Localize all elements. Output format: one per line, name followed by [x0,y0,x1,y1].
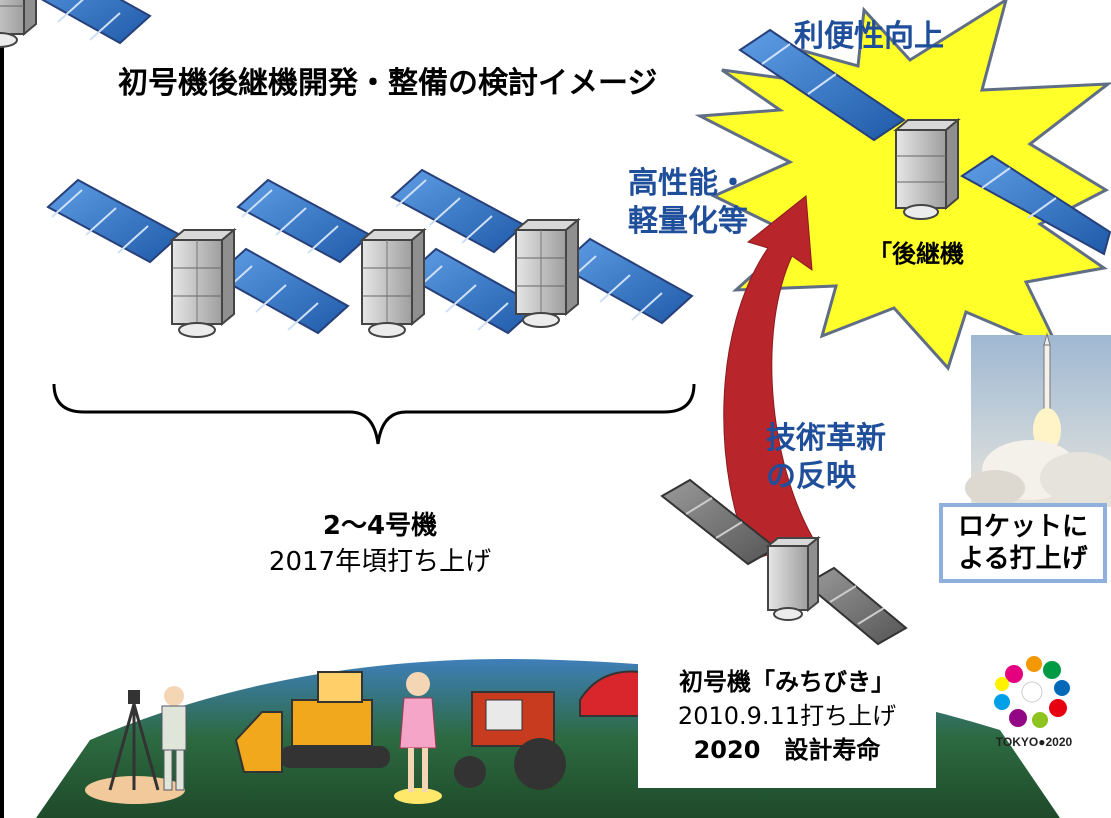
left-border [0,0,4,818]
convenience-label: 利便性向上 [794,19,944,54]
successor-satellite [738,28,1111,256]
group-brace [52,383,696,445]
units-2-4-name: 2～4号機 [322,511,438,541]
high-performance-line1: 高性能・ [628,166,748,201]
tech-innovation-line2: の反映 [766,459,856,494]
units-2-4-launch: 2017年頃打ち上げ [268,547,492,577]
bulldozer-illustration [234,671,390,773]
tokyo-2020-logo [994,656,1070,728]
page-title: 初号機後継機開発・整備の検討イメージ [118,66,658,101]
surveyor-illustration [85,686,187,804]
tractor-illustration [454,691,566,790]
high-performance-line2: 軽量化等 [628,204,748,239]
rocket-caption-line2: よる打上げ [958,544,1088,574]
rocket-caption-line1: ロケットに [957,512,1088,542]
satellite-graphic [0,0,152,48]
units-2-4-label: 2～4号機 2017年頃打ち上げ [0,508,760,580]
first-unit-launch: 2010.9.11打ち上げ [677,702,897,730]
rocket-caption: ロケットに よる打上げ [943,511,1103,575]
rocket-caption-box: ロケットに よる打上げ [939,503,1107,583]
first-unit-design-life: 2020 設計寿命 [693,736,881,764]
upgrade-arrow [723,195,815,561]
rocket-launch-photo [965,332,1111,507]
woman-illustration [394,672,442,804]
first-unit-satellite [660,478,908,646]
first-unit-caption-box: 初号機「みちびき」 2010.9.11打ち上げ 2020 設計寿命 [638,655,936,788]
successor-label: 「後継機 [868,240,964,268]
high-performance-label: 高性能・ 軽量化等 [628,165,748,241]
first-unit-name: 初号機「みちびき」 [679,668,895,696]
tech-innovation-line1: 技術革新 [766,421,886,456]
tech-innovation-label: 技術革新 の反映 [766,420,886,496]
